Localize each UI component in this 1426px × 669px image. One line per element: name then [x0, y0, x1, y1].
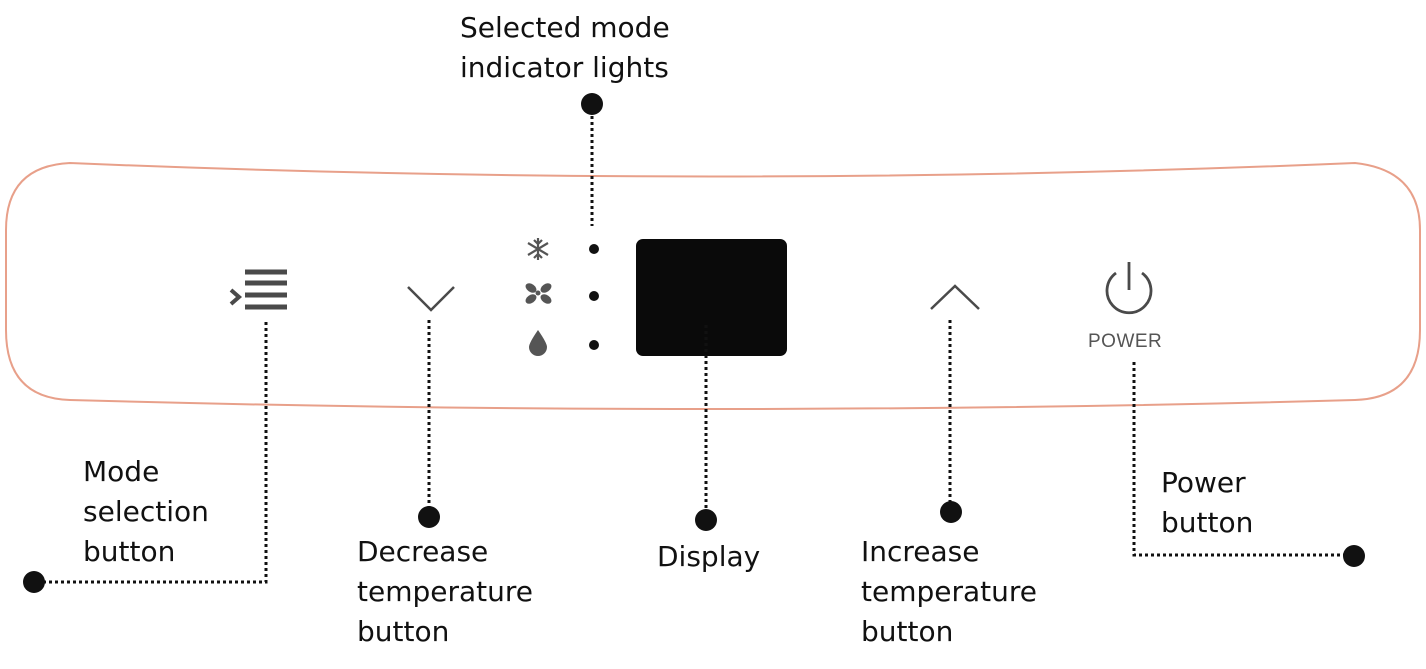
chevron-up-icon [930, 284, 980, 310]
power-icon [1105, 262, 1153, 315]
mode-list-icon [229, 269, 287, 310]
indicator-light-dry [589, 340, 599, 350]
chevron-down-icon [407, 286, 455, 312]
drop-icon [529, 330, 547, 356]
leader-dot-power [1343, 545, 1365, 567]
indicator-light-fan [589, 291, 599, 301]
leader-dot-mode [23, 571, 45, 593]
mode-selection-button[interactable] [229, 269, 287, 310]
label-indicator-lights: Selected mode indicator lights [460, 11, 670, 84]
label-decrease-temperature: Decrease temperature button [357, 535, 533, 648]
snowflake-icon [527, 238, 549, 260]
leader-line-power [1132, 362, 1353, 557]
fan-icon [525, 283, 552, 304]
indicator-light-cool [589, 244, 599, 254]
display-screen [636, 239, 787, 356]
leader-lines [36, 104, 1353, 584]
panel-outline [5, 161, 1421, 410]
label-display: Display [657, 540, 761, 573]
label-power: Power button [1161, 466, 1254, 539]
power-button-label: POWER [1088, 331, 1163, 352]
label-increase-temperature: Increase temperature button [861, 535, 1037, 648]
label-mode-selection: Mode selection button [83, 455, 209, 568]
increase-temperature-button[interactable] [930, 284, 980, 310]
leader-line-mode [36, 322, 268, 584]
decrease-temperature-button[interactable] [407, 286, 455, 312]
leader-dot-decrease [418, 506, 440, 528]
leader-dot-increase [940, 501, 962, 523]
power-button[interactable] [1105, 262, 1153, 315]
leader-dot-indicator [581, 93, 603, 115]
leader-dot-display [695, 509, 717, 531]
